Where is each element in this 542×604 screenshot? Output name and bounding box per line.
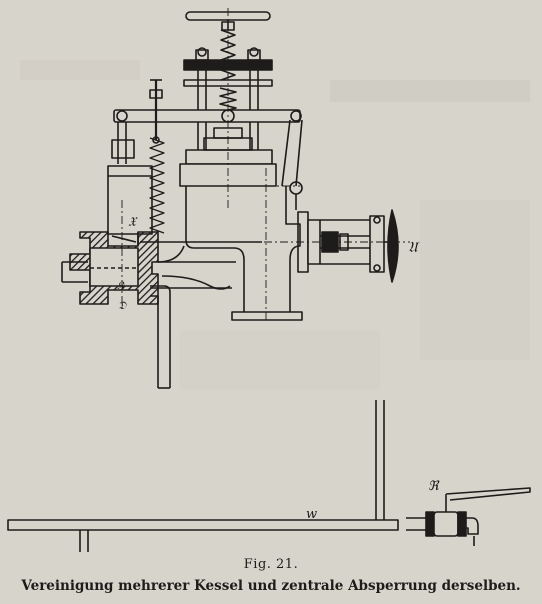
label-x: 𝔛	[128, 215, 138, 230]
center-lines	[121, 8, 410, 320]
bleed-through	[20, 60, 530, 390]
drain-cock	[406, 487, 531, 546]
label-k: 𝔎	[117, 279, 125, 292]
figure-number: Fig. 21.	[243, 557, 299, 572]
valve-body	[61, 231, 159, 305]
label-r: ℜ	[428, 479, 440, 494]
figure-caption: Vereinigung mehrerer Kessel und zentrale…	[21, 578, 521, 594]
label-d: 𝔇	[118, 299, 127, 312]
valve-housing	[150, 186, 303, 321]
side-stop-valve	[297, 209, 399, 283]
label-u: 𝔘	[408, 238, 420, 256]
lever-arm	[113, 79, 302, 144]
technical-drawing: 𝔛 𝔎 𝔇 𝔘 ℜ w	[7, 8, 531, 552]
safety-valve-column	[107, 122, 262, 243]
label-w: w	[306, 507, 317, 522]
pipework	[7, 285, 399, 552]
pull-rod	[281, 119, 303, 210]
